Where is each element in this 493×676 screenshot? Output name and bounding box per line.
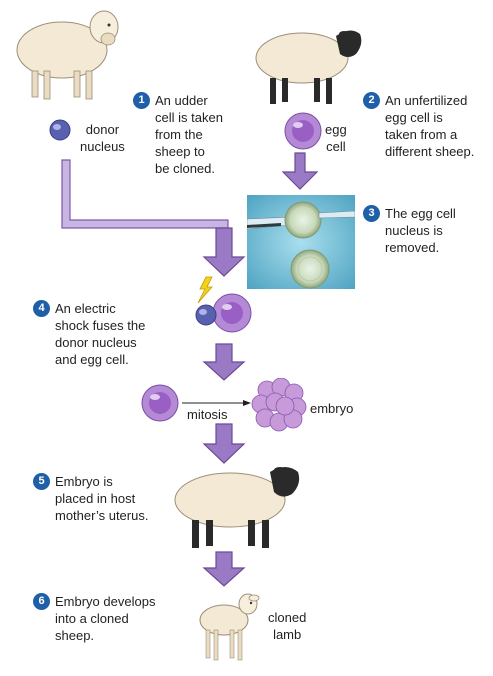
white-sheep-icon <box>16 10 119 100</box>
egg-cell-icon <box>284 112 322 150</box>
host-mother-sheep-icon <box>174 467 300 548</box>
mitosis-arrow <box>202 343 246 381</box>
step-5-badge: 5 <box>33 473 50 490</box>
step-3-badge: 3 <box>363 205 380 222</box>
step-4-text: An electric shock fuses the donor nucleu… <box>55 301 146 367</box>
fusion-cells-icon <box>195 276 252 333</box>
lightning-icon <box>197 276 213 304</box>
step-6-text: Embryo develops into a cloned sheep. <box>55 594 156 643</box>
host-arrow <box>202 423 246 464</box>
step-5-text: Embryo is placed in host mother’s uterus… <box>55 474 149 523</box>
mitosis-label: mitosis <box>187 407 228 422</box>
fusion-arrow <box>202 227 246 277</box>
donor-connector <box>61 159 229 229</box>
fused-cell-icon <box>141 384 179 422</box>
micropipette-photo <box>247 195 355 289</box>
step-2-badge: 2 <box>363 92 380 109</box>
lamb-arrow <box>202 551 246 587</box>
black-faced-sheep-icon <box>255 30 362 104</box>
embryo-icon <box>251 378 307 432</box>
egg-cell-label: egg cell <box>325 122 347 154</box>
donor-nucleus-icon <box>49 119 71 141</box>
step-1-text: An udder cell is taken from the sheep to… <box>155 93 223 176</box>
cloned-lamb-label: cloned lamb <box>268 610 307 642</box>
step-1-badge: 1 <box>133 92 150 109</box>
step-4-badge: 4 <box>33 300 50 317</box>
embryo-label: embryo <box>310 401 354 416</box>
step-3-text: The egg cell nucleus is removed. <box>385 206 456 255</box>
step-2-text: An unfertilized egg cell is taken from a… <box>385 93 475 159</box>
donor-nucleus-label: donor nucleus <box>80 122 125 154</box>
cloned-lamb-icon <box>199 593 260 661</box>
egg-arrow <box>281 152 319 190</box>
step-6-badge: 6 <box>33 593 50 610</box>
